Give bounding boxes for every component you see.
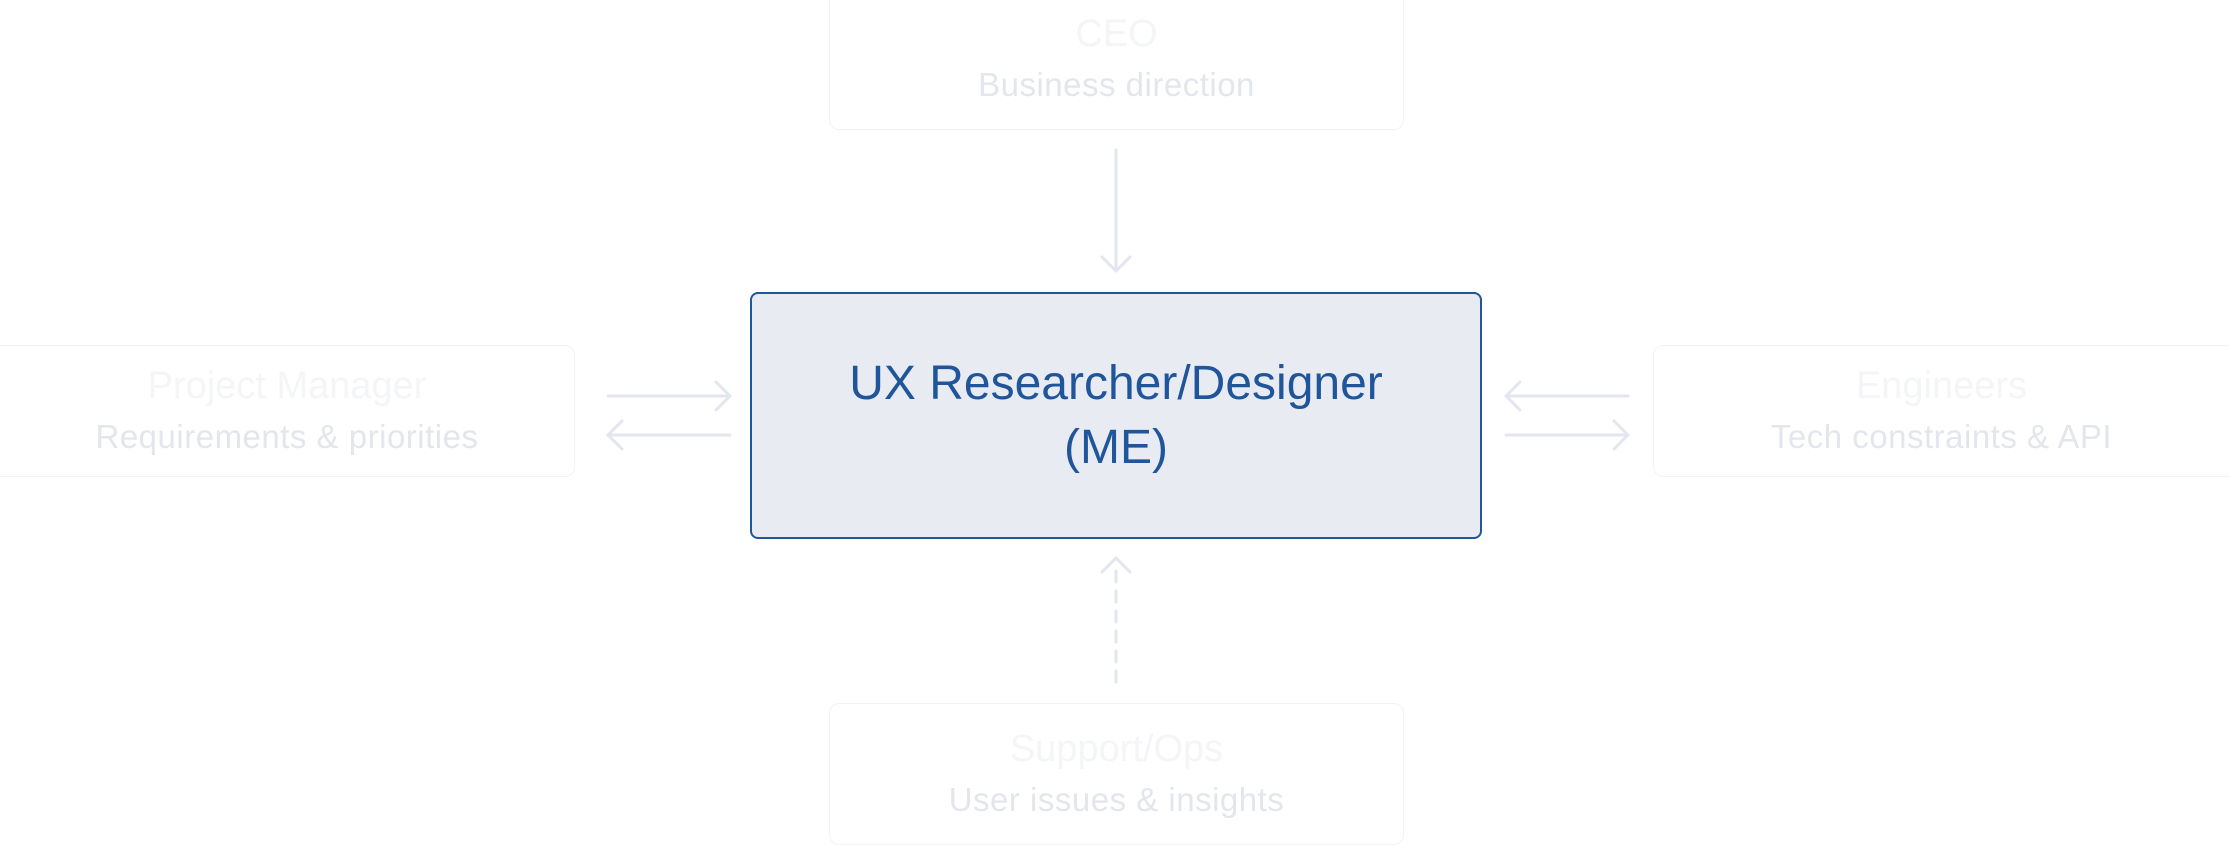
node-ceo-subtitle: Business direction xyxy=(978,66,1255,103)
node-project-manager: Project Manager Requirements & prioritie… xyxy=(0,345,575,477)
center-node-subtitle: (ME) xyxy=(1064,420,1168,474)
arrow-pm-to-me xyxy=(606,380,732,412)
node-ceo-title: CEO xyxy=(1075,13,1158,55)
node-engineers-title: Engineers xyxy=(1855,365,2028,407)
node-support-ops-subtitle: User issues & insights xyxy=(948,781,1285,818)
node-ceo: CEO Business direction xyxy=(829,0,1404,130)
node-support-ops: Support/Ops User issues & insights xyxy=(829,703,1404,845)
node-project-manager-title: Project Manager xyxy=(147,365,427,407)
arrow-me-to-engineers xyxy=(1504,419,1630,451)
arrow-support-to-me-dashed xyxy=(1100,556,1132,684)
node-ux-researcher-designer: UX Researcher/Designer (ME) xyxy=(750,292,1482,539)
arrow-ceo-to-me xyxy=(1100,148,1132,273)
arrow-me-to-pm xyxy=(606,419,732,451)
center-node-title: UX Researcher/Designer xyxy=(849,356,1383,410)
node-support-ops-title: Support/Ops xyxy=(1009,728,1224,770)
arrow-engineers-to-me xyxy=(1504,380,1630,412)
node-engineers-subtitle: Tech constraints & API xyxy=(1770,418,2113,455)
node-engineers: Engineers Tech constraints & API xyxy=(1653,345,2229,477)
node-project-manager-subtitle: Requirements & priorities xyxy=(95,418,479,455)
